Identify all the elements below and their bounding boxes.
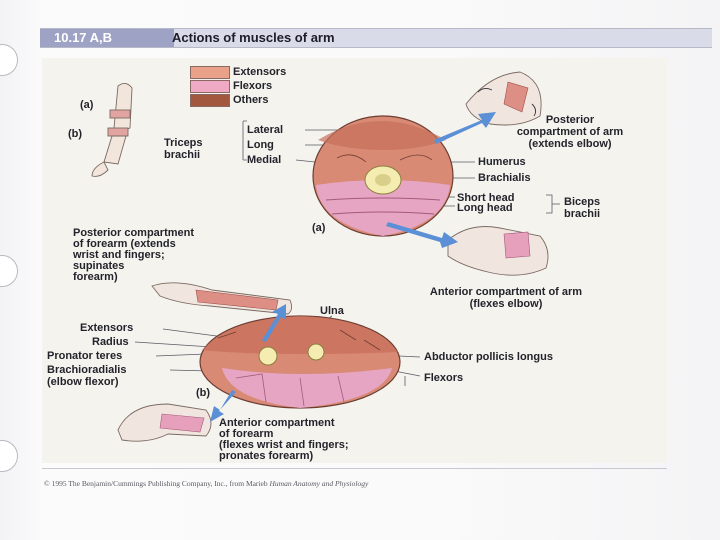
anterior-arm-caption: Anterior compartment of arm (flexes elbo… <box>386 286 626 310</box>
extensors-label: Extensors <box>80 322 133 334</box>
legend-swatch-others <box>190 94 230 107</box>
legend-label-flexors: Flexors <box>233 80 272 92</box>
legend-swatch-extensors <box>190 66 230 79</box>
biceps-long-head-label: Long head <box>457 202 513 214</box>
legend-label-extensors: Extensors <box>233 66 286 78</box>
brachialis-label: Brachialis <box>478 172 531 184</box>
copyright-credit: © 1995 The Benjamin/Cummings Publishing … <box>44 479 368 488</box>
triceps-long-label: Long <box>247 139 274 151</box>
marker-b: (b) <box>68 128 82 140</box>
anterior-forearm-caption: Anterior compartment of forearm (flexes … <box>219 418 349 462</box>
panel-b-label: (b) <box>196 387 210 399</box>
triceps-medial-label: Medial <box>247 154 281 166</box>
triceps-lateral-label: Lateral <box>247 124 283 136</box>
radius-label: Radius <box>92 336 129 348</box>
elbow-flexor-label: (elbow flexor) <box>47 376 119 388</box>
elbow-flexion-sketch <box>448 227 548 276</box>
forearm-extension-sketch <box>152 283 292 314</box>
panel-a-label: (a) <box>312 222 325 234</box>
marker-a: (a) <box>80 99 93 111</box>
posterior-forearm-caption: Posterior compartment of forearm (extend… <box>73 228 194 283</box>
forearm-flexion-sketch <box>118 404 211 441</box>
posterior-arm-caption: Posterior compartment of arm (extends el… <box>496 114 644 150</box>
legend-label-others: Others <box>233 94 268 106</box>
humerus-label: Humerus <box>478 156 526 168</box>
legend-swatch-flexors <box>190 80 230 93</box>
arm-cross-section <box>313 116 453 236</box>
triceps-brachii-label: Triceps brachii <box>164 137 234 161</box>
pronator-teres-label: Pronator teres <box>47 350 122 362</box>
flexors-label: Flexors <box>424 372 463 384</box>
figure-bottom-rule <box>42 468 667 469</box>
abductor-pollicis-longus-label: Abductor pollicis longus <box>424 351 553 363</box>
brachioradialis-label: Brachioradialis <box>47 364 126 376</box>
ulna-label: Ulna <box>320 305 344 317</box>
biceps-brachii-label: Biceps brachii <box>564 196 624 220</box>
arm-sketch <box>92 83 132 176</box>
book-title: Human Anatomy and Physiology <box>269 479 368 488</box>
